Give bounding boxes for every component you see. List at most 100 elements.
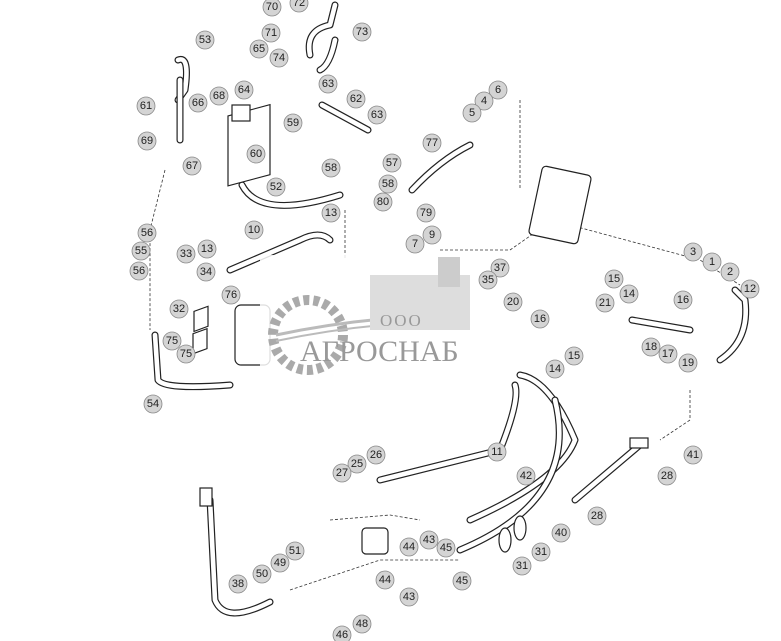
callout-79: 79 xyxy=(416,203,436,223)
callout-number: 11 xyxy=(491,446,502,458)
callout-circle xyxy=(129,261,149,281)
callout-40: 40 xyxy=(551,523,571,543)
callout-circle xyxy=(478,270,498,290)
hose xyxy=(457,397,562,553)
hose xyxy=(572,442,643,503)
callout-circle xyxy=(262,0,282,17)
callout-circle xyxy=(269,48,289,68)
callout-number: 21 xyxy=(599,297,611,309)
callout-circle xyxy=(382,153,402,173)
callout-circle xyxy=(683,242,703,262)
callout-26: 26 xyxy=(366,445,386,465)
hose xyxy=(152,332,233,389)
callout-number: 14 xyxy=(623,288,635,300)
callout-41: 41 xyxy=(683,445,703,465)
callout-75: 75 xyxy=(162,331,182,351)
callout-circle xyxy=(416,203,436,223)
callout-circle xyxy=(366,445,386,465)
callout-number: 64 xyxy=(238,84,250,96)
callout-circle xyxy=(683,445,703,465)
hose xyxy=(207,497,273,616)
callout-76: 76 xyxy=(221,285,241,305)
callout-63: 63 xyxy=(367,105,387,125)
callout-51: 51 xyxy=(285,541,305,561)
callout-number: 67 xyxy=(186,160,198,172)
callout-17: 17 xyxy=(658,344,678,364)
callout-number: 46 xyxy=(336,629,348,641)
callout-number: 62 xyxy=(350,93,362,105)
callout-18: 18 xyxy=(641,337,661,357)
callout-77: 77 xyxy=(422,133,442,153)
callout-number: 66 xyxy=(192,97,204,109)
callout-number: 75 xyxy=(180,348,192,360)
callout-14: 14 xyxy=(545,359,565,379)
callout-59: 59 xyxy=(283,113,303,133)
callout-number: 13 xyxy=(325,207,337,219)
callout-48: 48 xyxy=(352,614,372,634)
callout-circle xyxy=(162,331,182,351)
callout-number: 42 xyxy=(520,470,532,482)
callout-circle xyxy=(399,537,419,557)
callout-circle xyxy=(196,262,216,282)
callout-60: 60 xyxy=(246,144,266,164)
callout-4: 4 xyxy=(474,91,494,111)
callout-number: 32 xyxy=(173,303,185,315)
callout-circle xyxy=(545,359,565,379)
callout-number: 63 xyxy=(322,78,334,90)
callout-number: 5 xyxy=(469,107,475,119)
callout-circle xyxy=(595,293,615,313)
callout-75: 75 xyxy=(176,344,196,364)
callout-number: 45 xyxy=(456,575,468,587)
callout-circle xyxy=(169,299,189,319)
callout-number: 73 xyxy=(356,26,368,38)
callout-circle xyxy=(195,30,215,50)
callout-circle xyxy=(422,133,442,153)
hoses xyxy=(151,1,750,617)
hose xyxy=(467,372,578,523)
callout-number: 28 xyxy=(591,510,603,522)
callout-number: 20 xyxy=(507,296,519,308)
callout-circle xyxy=(367,105,387,125)
callout-circle xyxy=(246,144,266,164)
callout-31: 31 xyxy=(512,556,532,576)
hose xyxy=(206,496,274,617)
callout-circle xyxy=(419,530,439,550)
callout-number: 35 xyxy=(482,274,494,286)
callout-circle xyxy=(136,96,156,116)
callout-circle xyxy=(373,192,393,212)
callout-66: 66 xyxy=(188,93,208,113)
hose xyxy=(717,287,748,363)
callout-number: 65 xyxy=(253,43,265,55)
callout-38: 38 xyxy=(228,574,248,594)
watermark-prefix: ООО xyxy=(380,311,423,330)
callout-number: 2 xyxy=(727,266,733,278)
callout-number: 55 xyxy=(135,245,147,257)
callout-circle xyxy=(285,541,305,561)
callout-number: 34 xyxy=(200,266,212,278)
callout-53: 53 xyxy=(195,30,215,50)
callout-number: 10 xyxy=(248,224,260,236)
callout-circle xyxy=(378,174,398,194)
callout-number: 3 xyxy=(690,246,696,258)
callout-44: 44 xyxy=(399,537,419,557)
callout-19: 19 xyxy=(678,353,698,373)
callout-number: 80 xyxy=(377,196,389,208)
callout-circle xyxy=(176,344,196,364)
hose xyxy=(175,57,189,103)
callout-15: 15 xyxy=(604,269,624,289)
hose xyxy=(317,37,338,73)
callout-27: 27 xyxy=(332,463,352,483)
callout-65: 65 xyxy=(249,39,269,59)
callout-number: 71 xyxy=(265,27,277,39)
callout-circle xyxy=(619,284,639,304)
callout-circle xyxy=(452,571,472,591)
callout-7: 7 xyxy=(405,234,425,254)
callout-circle xyxy=(137,131,157,151)
callout-circle xyxy=(131,241,151,261)
callout-number: 18 xyxy=(645,341,657,353)
callout-circle xyxy=(346,89,366,109)
callout-58: 58 xyxy=(321,158,341,178)
callout-37: 37 xyxy=(490,258,510,278)
callout-13: 13 xyxy=(321,203,341,223)
callout-circle xyxy=(143,394,163,414)
